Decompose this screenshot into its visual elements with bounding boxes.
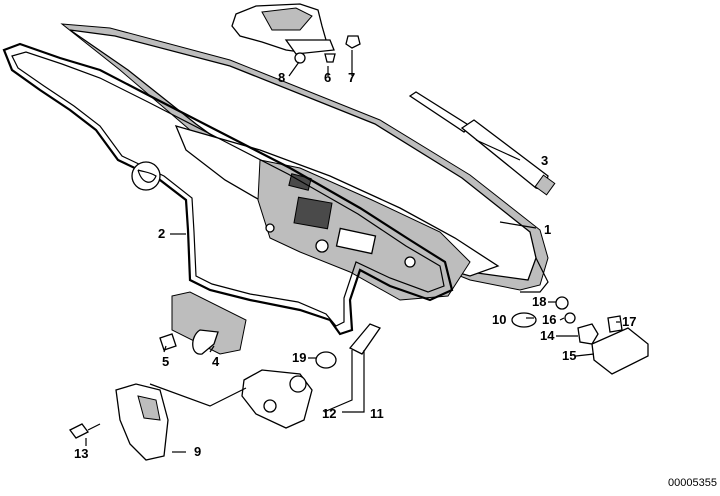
part-16 [564, 312, 576, 324]
label-4: 4 [212, 354, 220, 369]
label-18: 18 [532, 294, 546, 309]
leader-lines [85, 50, 620, 453]
label-12: 12 [322, 406, 336, 421]
label-15: 15 [562, 348, 576, 363]
part-10 [511, 312, 537, 328]
hinge-nut [324, 53, 336, 63]
label-3: 3 [541, 153, 548, 168]
part-15 [591, 327, 649, 375]
label-5: 5 [162, 354, 169, 369]
part-13 [69, 423, 89, 439]
label-2: 2 [158, 226, 165, 241]
label-16: 16 [542, 312, 556, 327]
part-5 [159, 333, 177, 351]
part-labels: 1 2 3 4 5 6 7 8 9 10 11 12 13 14 15 16 1… [74, 70, 636, 461]
label-6: 6 [324, 70, 331, 85]
latch [69, 383, 169, 461]
label-1: 1 [544, 222, 551, 237]
lock-cylinder [241, 323, 381, 429]
gas-strut [408, 91, 556, 196]
trunk-seal [2, 42, 454, 336]
latch-assembly [511, 296, 649, 375]
part-17 [607, 315, 623, 333]
label-17: 17 [622, 314, 636, 329]
label-14: 14 [540, 328, 555, 343]
label-11: 11 [370, 406, 384, 421]
label-8: 8 [278, 70, 285, 85]
part-14 [577, 323, 599, 345]
label-10: 10 [492, 312, 506, 327]
hinge-bolt [294, 52, 306, 64]
image-code: 00005355 [668, 477, 717, 489]
part-19 [315, 351, 337, 369]
label-19: 19 [292, 350, 306, 365]
hinge-screw [345, 35, 361, 49]
part-18 [555, 296, 569, 310]
label-13: 13 [74, 446, 88, 461]
lock-bracket [159, 291, 247, 355]
lid-hinge [231, 3, 361, 64]
label-9: 9 [194, 444, 201, 459]
label-7: 7 [348, 70, 355, 85]
trunk-lid [60, 23, 549, 301]
